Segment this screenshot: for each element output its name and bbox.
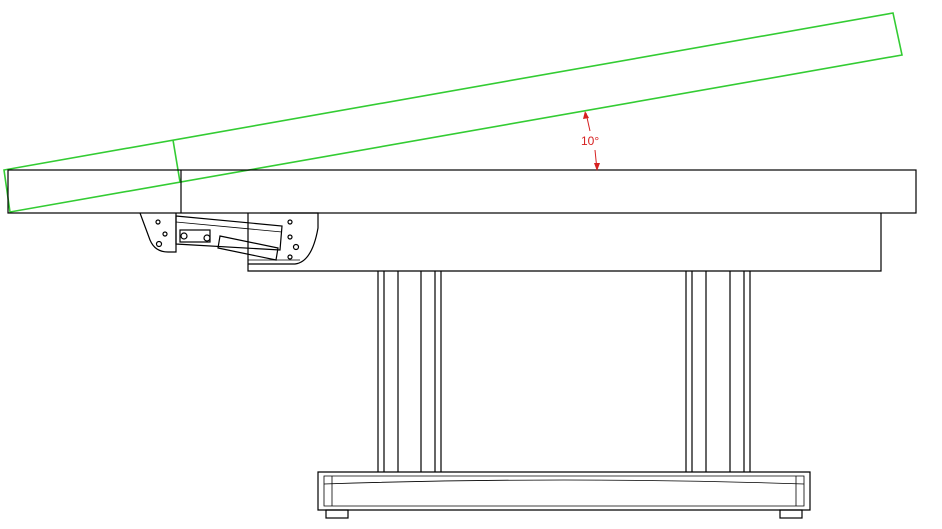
linkage-arm-line [175,221,283,233]
flat-tabletop [7,169,917,214]
base-outline [317,471,811,511]
bracket-bolt [287,234,293,240]
left-hinge-bracket [139,212,177,253]
base-foot [779,509,803,519]
bracket-bolt [292,243,300,251]
bracket-bolt [287,254,293,260]
linkage-arm [175,215,283,251]
dimension-arrowhead [583,111,589,119]
tilt-mechanism [139,212,319,265]
actuator-pivot [180,232,188,240]
angle-label: 10° [581,134,599,148]
flat-tabletop-outline [7,169,917,214]
dimension-arrowhead [594,163,600,171]
table-apron [247,213,882,272]
tilted-tabletop-seam [172,139,181,183]
angle-dimension: 10° [581,111,600,171]
base-curved-top [323,479,805,485]
actuator-pivot [203,234,211,242]
apron-outline [247,213,882,272]
bracket-bolt [155,219,161,225]
tilted-tabletop [3,12,903,213]
table-base [317,471,811,519]
actuator-body [179,229,211,243]
bracket-bolt [155,240,163,248]
bracket-bolt [287,219,293,225]
right-hinge-bracket [248,212,319,265]
tilted-tabletop-outline [3,12,903,213]
gas-spring [217,235,279,261]
bracket-bolt [162,231,168,237]
right-leg [685,271,751,472]
left-leg [377,271,442,472]
base-inner-outline [323,475,805,507]
base-foot [325,509,349,519]
